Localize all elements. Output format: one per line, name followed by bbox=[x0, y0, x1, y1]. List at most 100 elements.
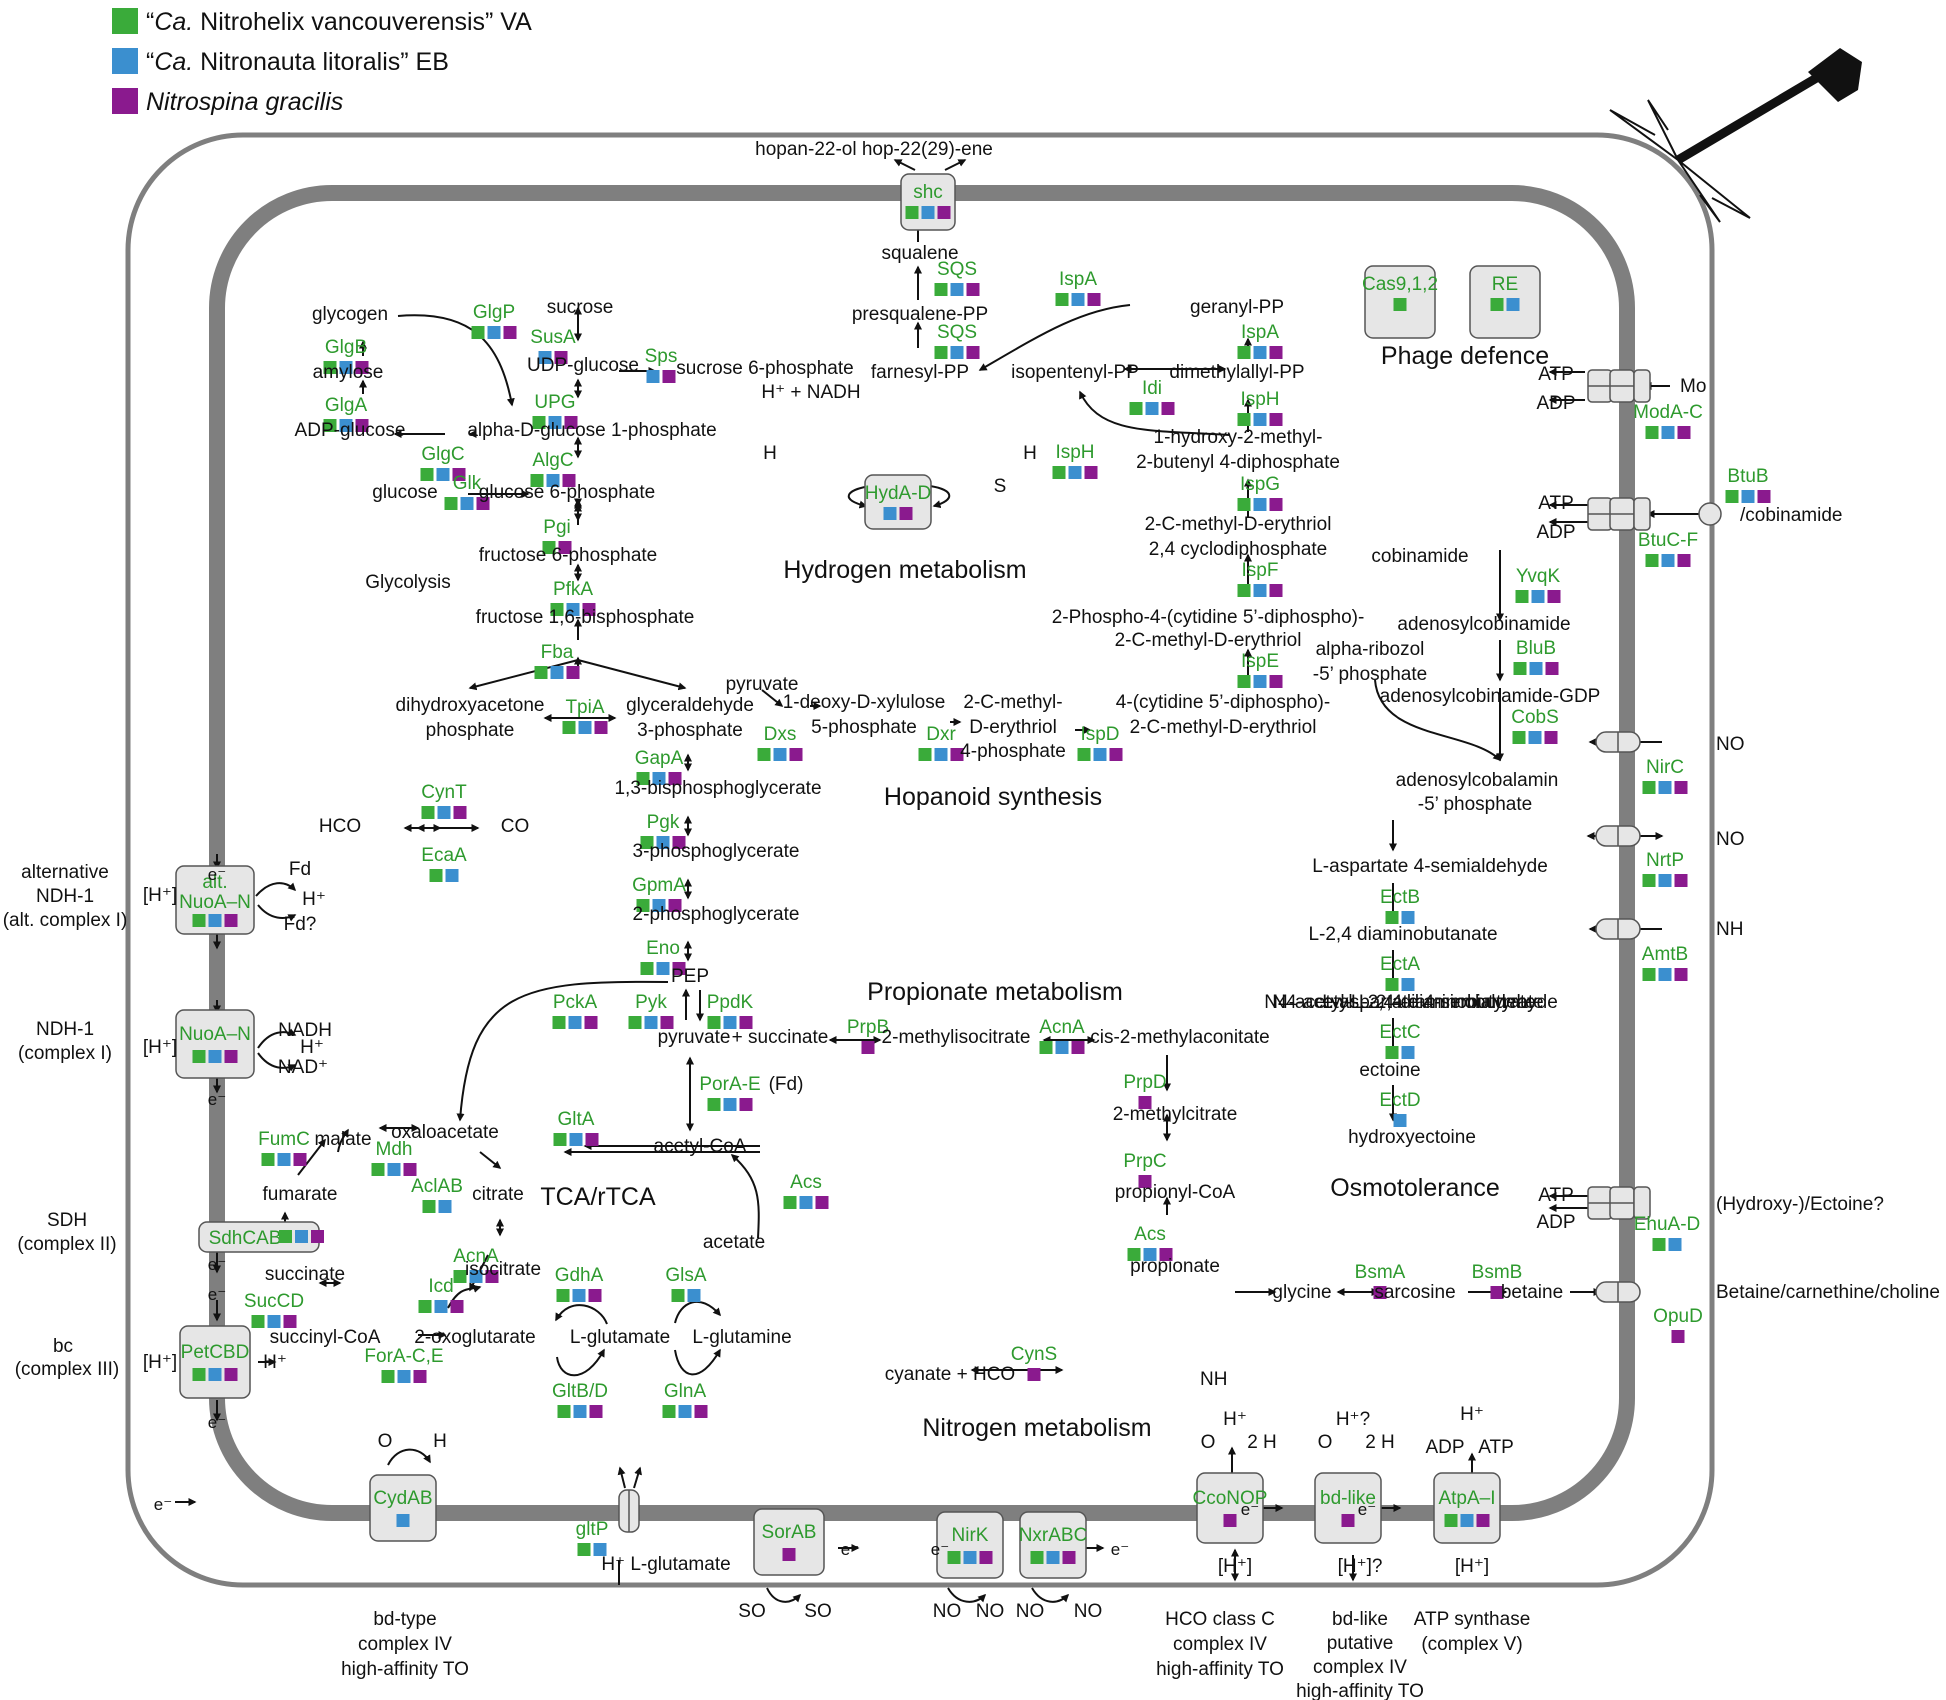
label-fumarate: fumarate bbox=[263, 1184, 338, 1205]
presence-square-purple bbox=[589, 1405, 603, 1418]
presence-square-green bbox=[1077, 748, 1091, 761]
enzyme-label: EcaA bbox=[421, 845, 467, 866]
label-h2o2: 2 H bbox=[1247, 1432, 1277, 1453]
label-h2-nad: H bbox=[763, 443, 777, 464]
label-glycogen: glycogen bbox=[312, 304, 388, 325]
label-citrate: citrate bbox=[472, 1184, 524, 1205]
reaction-arrow bbox=[674, 1300, 721, 1324]
label-cdpme2: 2-C-methyl-D-erythriol bbox=[1130, 717, 1317, 738]
enzyme-label: CynS bbox=[1011, 1344, 1057, 1365]
enzyme-ispe: IspE bbox=[1237, 651, 1283, 688]
enzyme-label: NuoA–N bbox=[179, 1024, 251, 1045]
btub-porin bbox=[1698, 502, 1722, 526]
enzyme-glgb: GlgB bbox=[323, 337, 369, 374]
presence-square-blue bbox=[1661, 426, 1675, 439]
label-bc1b: (complex III) bbox=[15, 1359, 120, 1380]
presence-square-green bbox=[1642, 781, 1656, 794]
presence-square-purple bbox=[582, 603, 596, 616]
label-nh4: NH bbox=[1716, 919, 1743, 940]
label-bdl1: bd-like bbox=[1332, 1609, 1388, 1630]
label-acetate: acetate bbox=[703, 1232, 765, 1253]
presence-square-blue bbox=[572, 1289, 586, 1302]
label-no2-nirk: NO bbox=[1016, 1601, 1045, 1622]
presence-square-blue bbox=[387, 1163, 401, 1176]
enzyme-label: GlgP bbox=[473, 302, 515, 323]
presence-square-blue bbox=[438, 1200, 452, 1213]
presence-square-green bbox=[192, 914, 206, 927]
label-no2-nirk: NO bbox=[933, 1601, 962, 1622]
presence-square-purple bbox=[1109, 748, 1123, 761]
enzyme-re: RE bbox=[1469, 265, 1541, 339]
presence-square-green bbox=[1039, 1041, 1053, 1054]
reaction-arrow bbox=[456, 980, 669, 1122]
label-h2s-nad: H bbox=[1023, 443, 1037, 464]
enzyme-aclab: AclAB bbox=[411, 1176, 463, 1213]
enzyme-bsmb: BsmB bbox=[1472, 1262, 1522, 1299]
enzyme-label: YvqK bbox=[1516, 566, 1561, 587]
label-hopanoid: Hopanoid synthesis bbox=[884, 783, 1102, 811]
enzyme-label: PrpB bbox=[847, 1017, 889, 1038]
membrane-complex-petcbd: PetCBD bbox=[179, 1325, 251, 1399]
presence-square-blue bbox=[1658, 968, 1672, 981]
presence-square-green bbox=[418, 1300, 432, 1313]
enzyme-idi: Idi bbox=[1129, 378, 1175, 415]
label-hbr: [H⁺] bbox=[143, 1352, 177, 1373]
label-eminus: e⁻ bbox=[208, 1090, 226, 1109]
label-bpg: 1,3-bisphosphoglycerate bbox=[614, 778, 821, 799]
presence-square-green bbox=[420, 468, 434, 481]
presence-square-purple bbox=[1674, 968, 1688, 981]
presence-square-purple bbox=[413, 1370, 427, 1383]
presence-square-blue bbox=[436, 468, 450, 481]
enzyme-label: GltA bbox=[558, 1109, 595, 1130]
label-propionate: propionate bbox=[1130, 1256, 1220, 1277]
label-g3p1: glyceraldehyde bbox=[626, 695, 754, 716]
outer-membrane bbox=[125, 132, 1715, 1588]
membrane-complex-sorab: SorAB bbox=[753, 1508, 825, 1576]
presence-square-green bbox=[640, 836, 654, 849]
presence-square-blue bbox=[339, 361, 353, 374]
presence-square-purple bbox=[672, 962, 686, 975]
enzyme-pgk: Pgk bbox=[640, 812, 686, 849]
enzyme-susa: SusA bbox=[530, 327, 576, 364]
presence-square-purple bbox=[668, 772, 682, 785]
presence-square-green bbox=[530, 474, 544, 487]
membrane-complex-atpa: AtpA–I bbox=[1433, 1472, 1501, 1544]
presence-square-blue bbox=[656, 962, 670, 975]
enzyme-ispf: IspF bbox=[1237, 560, 1283, 597]
presence-square-green bbox=[444, 497, 458, 510]
presence-square-purple bbox=[1269, 584, 1283, 597]
presence-square-purple bbox=[979, 1551, 993, 1564]
label-isocitrate: isocitrate bbox=[465, 1259, 541, 1280]
label-methylisocitrate: 2-methylisocitrate bbox=[882, 1027, 1031, 1048]
presence-square-green bbox=[757, 748, 771, 761]
presence-square-green bbox=[628, 1016, 642, 1029]
presence-square-purple bbox=[1674, 781, 1688, 794]
label-eminus: e⁻ bbox=[1111, 1540, 1129, 1559]
presence-square-blue bbox=[1071, 293, 1085, 306]
enzyme-glgp: GlgP bbox=[471, 302, 517, 339]
reaction-arrow bbox=[257, 1028, 297, 1049]
enzyme-label: PckA bbox=[553, 992, 598, 1013]
presence-square-blue bbox=[1658, 874, 1672, 887]
presence-square-purple bbox=[1087, 293, 1101, 306]
presence-square-blue bbox=[566, 603, 580, 616]
enzyme-isph1: IspH bbox=[1237, 389, 1283, 426]
label-h-nadh: H⁺ + NADH bbox=[761, 382, 860, 403]
presence-square-green bbox=[1645, 426, 1659, 439]
enzyme-glta: GltA bbox=[553, 1109, 599, 1146]
label-adpglucose: ADP-glucose bbox=[295, 420, 406, 441]
presence-square-green bbox=[636, 899, 650, 912]
presence-square-blue bbox=[1529, 662, 1543, 675]
label-mecpp2: 2,4 cyclodiphosphate bbox=[1149, 539, 1328, 560]
enzyme-label: EhuA-D bbox=[1634, 1214, 1701, 1235]
presence-square-blue bbox=[1145, 402, 1159, 415]
enzyme-label: Idi bbox=[1142, 378, 1162, 399]
presence-square-green bbox=[371, 1163, 385, 1176]
presence-square-blue bbox=[569, 1133, 583, 1146]
presence-square-blue bbox=[548, 416, 562, 429]
enzyme-btucf: BtuC-F bbox=[1638, 530, 1698, 567]
membrane-complex-altnuo: alt.NuoA–N bbox=[175, 865, 255, 935]
enzyme-forac: ForA-C,E bbox=[364, 1346, 444, 1383]
enzyme-label: NuoA–N bbox=[179, 892, 251, 913]
